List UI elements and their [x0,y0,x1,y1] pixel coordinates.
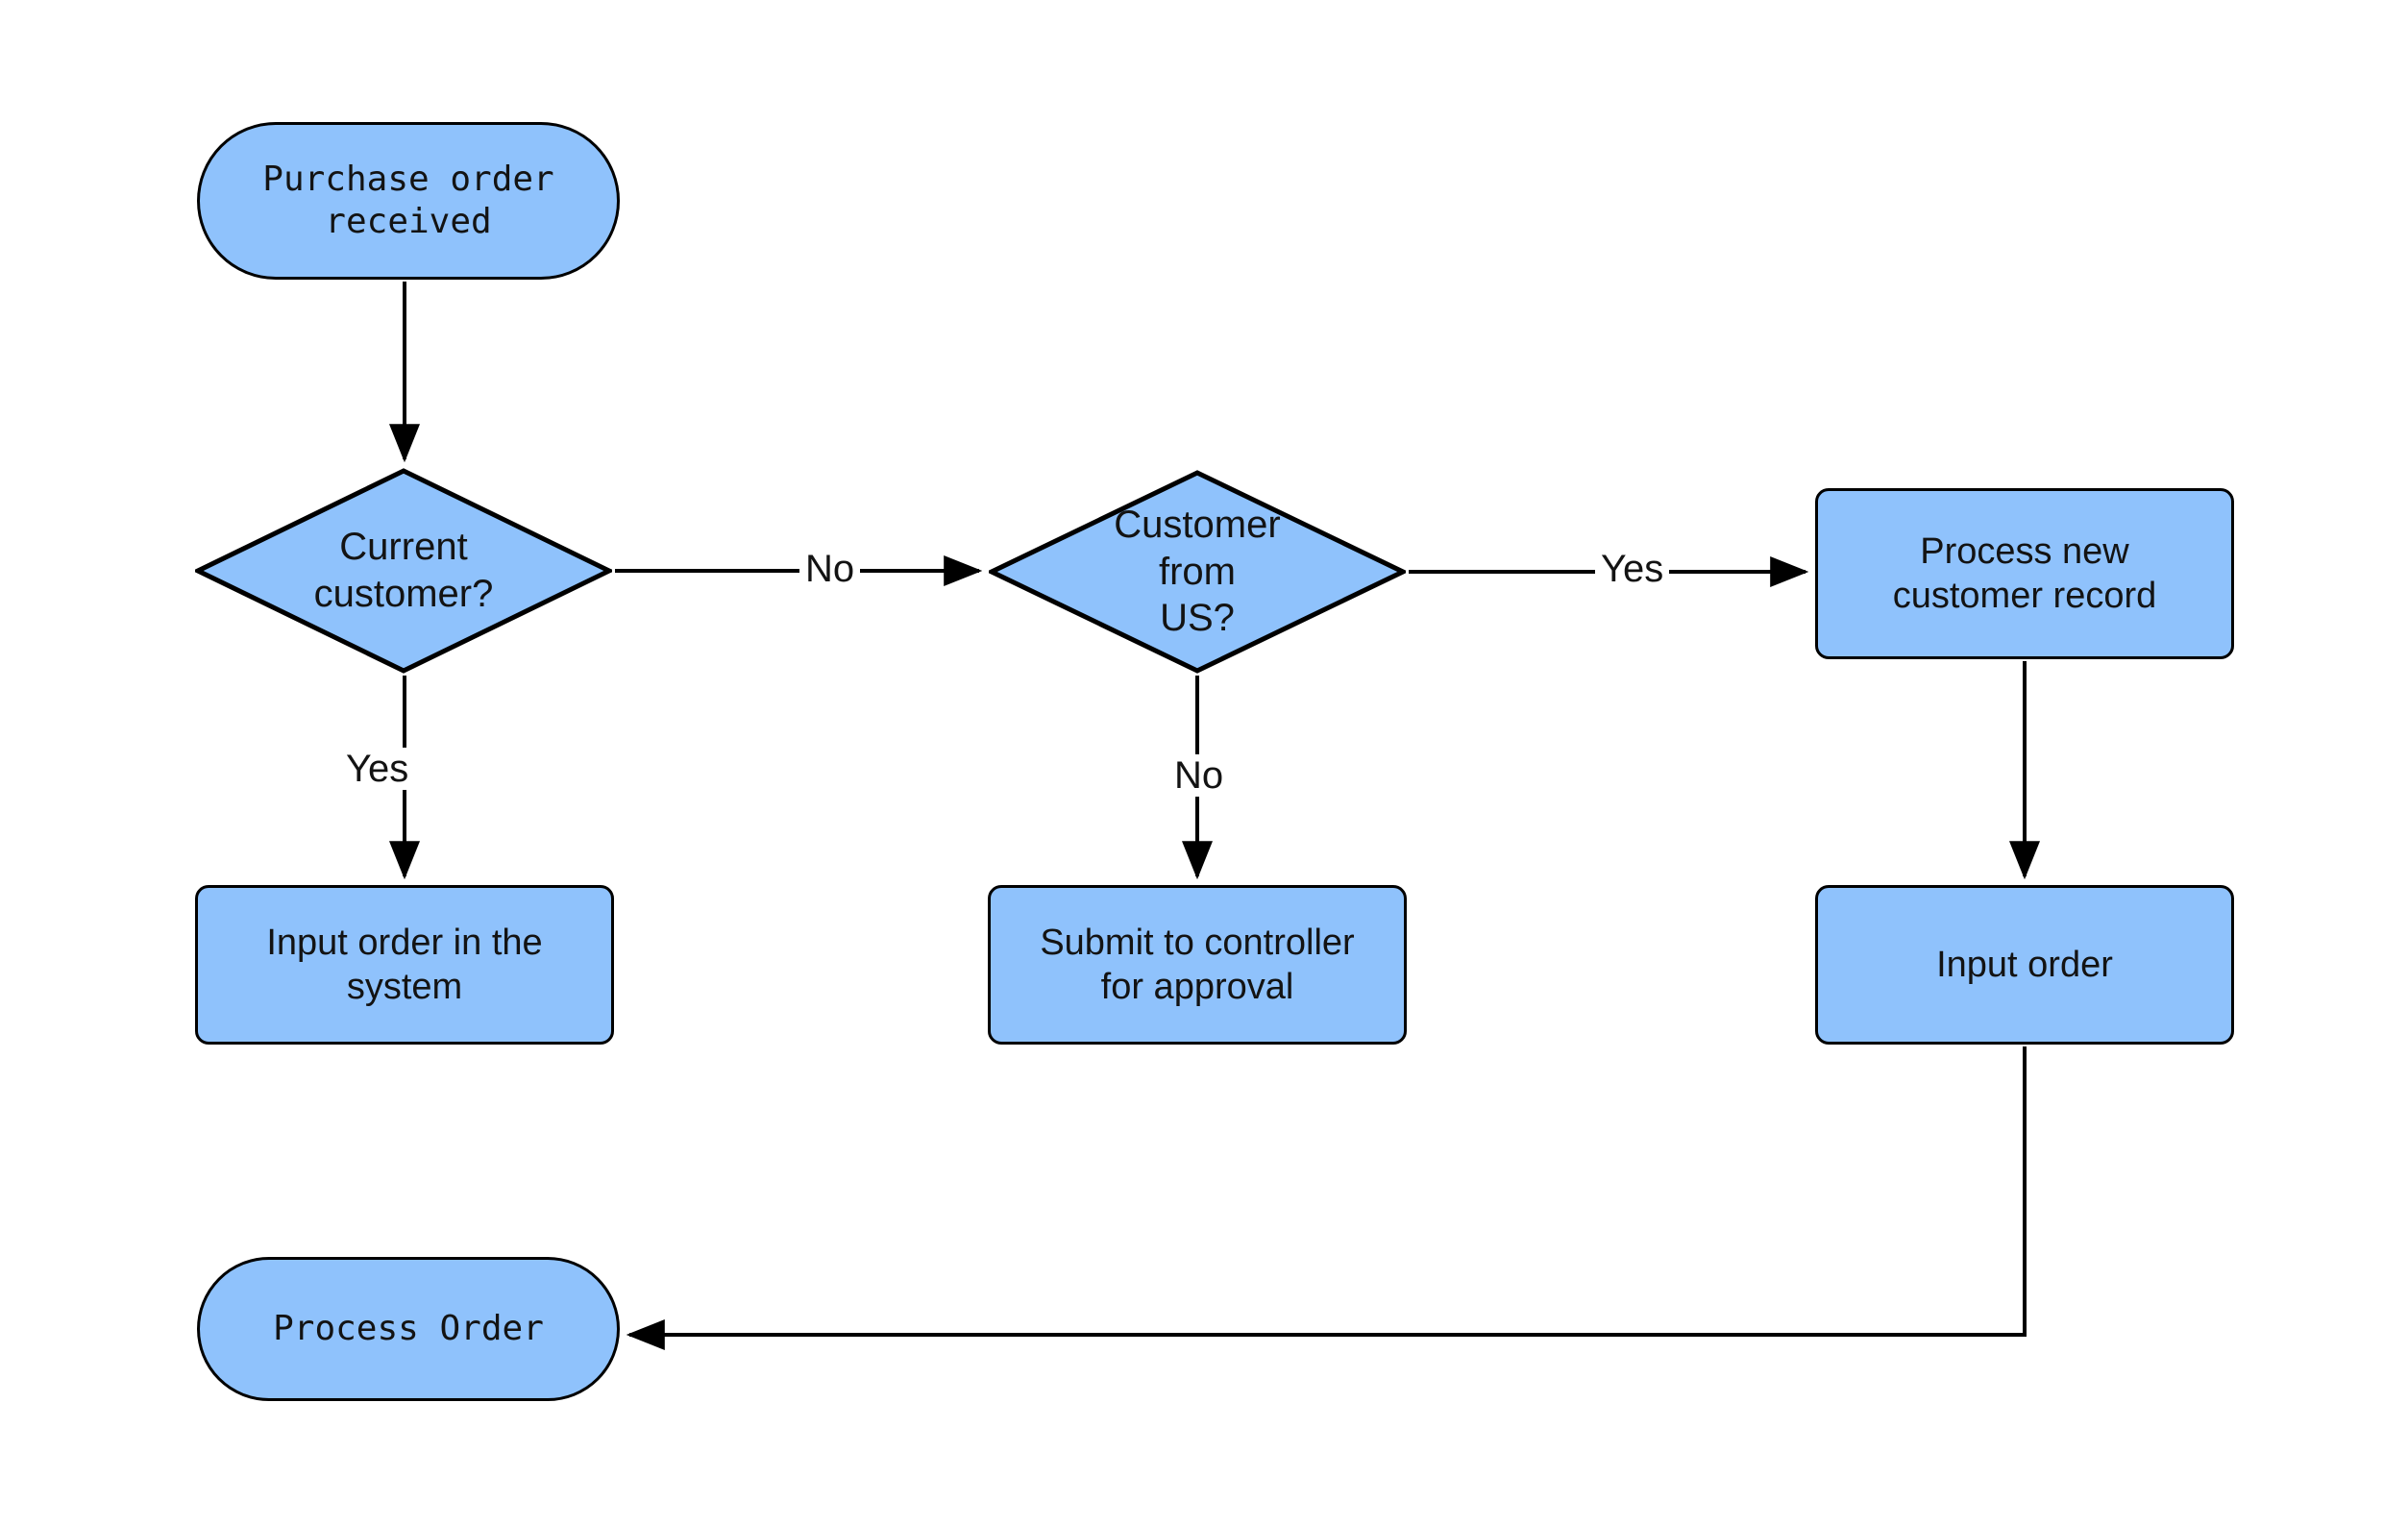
node-input-order-in-the-system[interactable]: Input order in the system [195,885,614,1045]
edge-label-no-customer-from-us: No [1168,754,1230,797]
node-submit-to-controller-for-approval[interactable]: Submit to controller for approval [988,885,1407,1045]
node-purchase-order-received[interactable]: Purchase order received [197,122,620,280]
node-label: Input order [1936,944,2113,985]
node-process-new-customer-record[interactable]: Process new customer record [1815,488,2234,659]
node-label: Purchase order received [262,160,554,241]
edge-input-order-to-process-order [626,1046,2027,1350]
edge-label-no-current-customer: No [799,548,861,590]
edge-label-yes-current-customer: Yes [340,748,415,790]
edge-label-yes-customer-from-us: Yes [1595,548,1670,590]
node-label: Input order in the system [266,922,543,1007]
node-current-customer-decision[interactable]: Current customer? [195,468,612,674]
node-input-order[interactable]: Input order [1815,885,2234,1045]
node-label: Submit to controller for approval [1040,922,1355,1007]
diamond-shape [195,468,612,674]
node-process-order[interactable]: Process Order [197,1257,620,1401]
node-label: Process new customer record [1892,530,2157,616]
diamond-shape [989,470,1406,674]
node-label: Process Order [273,1309,544,1349]
node-customer-from-us-decision[interactable]: Customer from US? [989,470,1406,674]
